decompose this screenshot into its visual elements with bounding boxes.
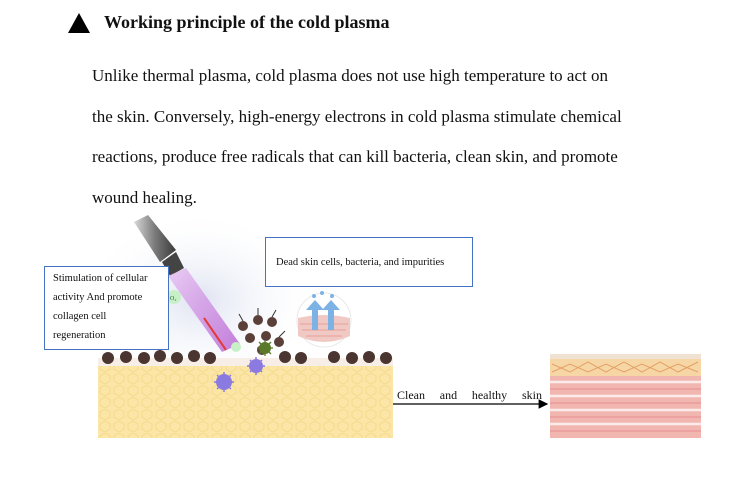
result-label-word: healthy [471, 388, 508, 402]
bacteria-icon [247, 357, 265, 375]
plasma-probe [134, 215, 176, 262]
result-label: Clean and healthy skin [397, 388, 542, 403]
callout-line: activity And promote [53, 292, 143, 303]
particle-direction-arrows [238, 308, 286, 338]
oxygen-radical-icon [231, 342, 241, 352]
result-label-word: and [439, 388, 458, 402]
plasma-spark [203, 317, 227, 351]
plasma-beam [168, 268, 240, 352]
callout-text: Dead skin cells, bacteria, and impuritie… [276, 256, 445, 268]
callout-line: Stimulation of cellular [53, 273, 148, 284]
result-label-word: Clean [397, 388, 425, 402]
callout-line: regeneration [53, 330, 106, 341]
paragraph-line: the skin. Conversely, high-energy electr… [92, 106, 622, 126]
callout-dead-skin-cells: Dead skin cells, bacteria, and impuritie… [265, 237, 473, 287]
triangle-bullet-icon [68, 12, 90, 33]
oxygen-radical-icon: O₂ [167, 290, 181, 304]
radical-label: O₂ [170, 296, 176, 302]
body-paragraph: Unlike thermal plasma, cold plasma does … [92, 56, 712, 218]
paragraph-line: wound healing. [92, 187, 197, 207]
callout-line: collagen cell [53, 311, 107, 322]
skin-tissue-block [98, 358, 393, 438]
paragraph-line: reactions, produce free radicals that ca… [92, 147, 618, 166]
callout-cell-stimulation: Stimulation of cellular activity And pro… [44, 266, 169, 350]
dead-skin-cells [102, 350, 392, 364]
skin-surface [98, 358, 393, 366]
bacteria-icon [257, 340, 273, 356]
paragraph-line: Unlike thermal plasma, cold plasma does … [92, 66, 608, 85]
heading-title: Working principle of the cold plasma [104, 12, 390, 32]
section-heading: Working principle of the cold plasma [68, 12, 390, 33]
bacteria-icon [214, 372, 234, 392]
healthy-skin-illustration [550, 354, 701, 438]
result-label-word: skin [521, 388, 542, 402]
skin-cleaning-inset [296, 291, 352, 348]
